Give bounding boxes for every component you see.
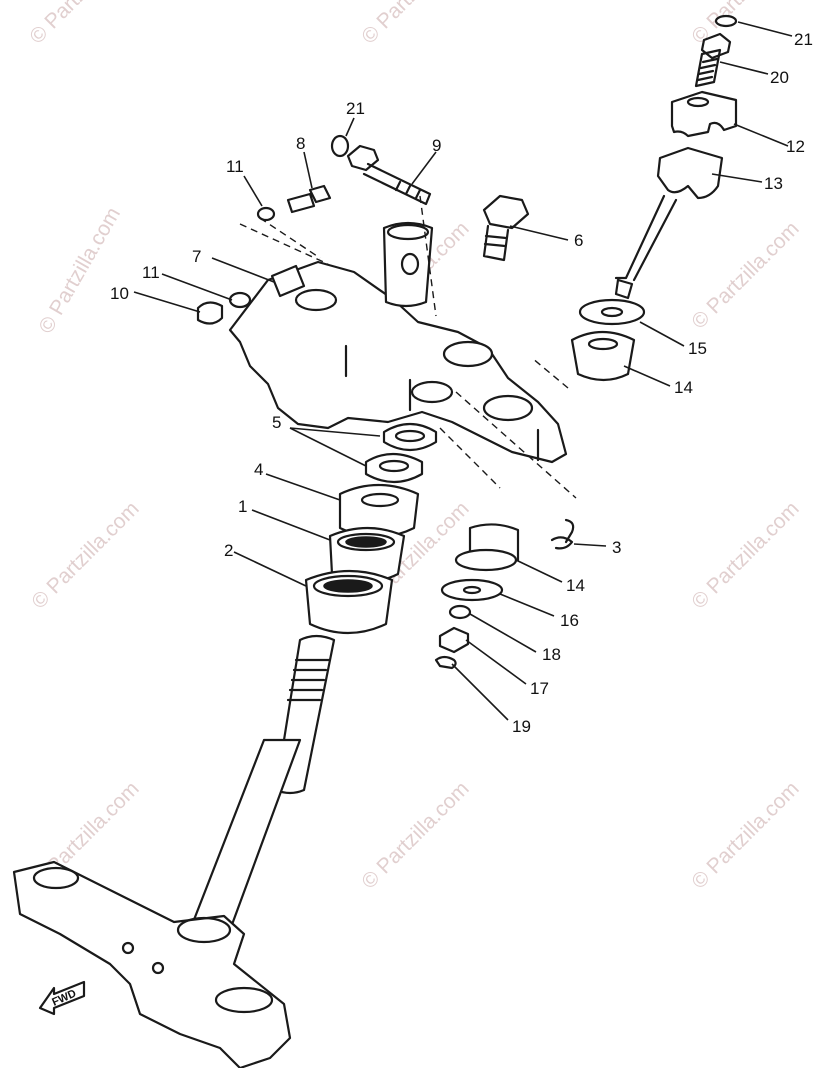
part-3-clip (550, 518, 575, 550)
callout-21: 21 (794, 30, 813, 49)
callout-7: 7 (192, 247, 201, 266)
callout-15: 15 (688, 339, 707, 358)
upper-bracket-body (228, 260, 568, 464)
part-13-holder-lower (656, 146, 724, 200)
callout-14: 14 (674, 378, 693, 397)
assembly-line (455, 391, 577, 499)
callout-18: 18 (542, 645, 561, 664)
callout-1: 1 (238, 497, 247, 516)
callout-11: 11 (142, 263, 160, 282)
part-19-cotter-pin (434, 655, 457, 670)
callout-20: 20 (770, 68, 789, 87)
part-11-washer (256, 206, 276, 222)
callout-11: 11 (226, 157, 244, 176)
part-6-bolt-shank (482, 224, 510, 262)
watermark: © Partzilla.com (25, 0, 141, 49)
part-11-washer-left (228, 291, 252, 309)
callout-4: 4 (254, 460, 263, 479)
part-18-washer (448, 604, 472, 620)
watermark: © Partzilla.com (357, 0, 473, 49)
callout-19: 19 (512, 717, 531, 736)
assembly-line (419, 195, 437, 317)
callout-6: 6 (574, 231, 583, 250)
callout-labels: 21 20 12 13 21 9 8 11 6 7 11 10 15 14 5 … (110, 30, 813, 736)
part-20-bolt-thread (694, 48, 722, 88)
part-21-cap (330, 134, 350, 158)
callout-3: 3 (612, 538, 621, 557)
handlebar-holder-assembly (614, 14, 738, 300)
lower-bracket (12, 860, 292, 1068)
part-8-bolt (286, 184, 332, 214)
part-9-bolt-shank (362, 162, 432, 206)
part-13-holder-stud (614, 194, 678, 300)
part-10-cap (196, 301, 224, 325)
watermark: © Partzilla.com (27, 497, 143, 613)
part-16-washer (440, 578, 504, 602)
watermark: © Partzilla.com (34, 203, 125, 337)
callout-8: 8 (296, 134, 305, 153)
part-15-washer (578, 298, 646, 326)
callout-9: 9 (432, 136, 441, 155)
upper-bracket-clamp-post (382, 221, 434, 308)
part-5-ring-nut-upper (382, 422, 438, 452)
upper-bracket (228, 221, 568, 464)
watermark: © Partzilla.com (357, 777, 473, 893)
callout-21: 21 (346, 99, 365, 118)
callout-16: 16 (560, 611, 579, 630)
watermark: © Partzilla.com (687, 217, 803, 333)
callout-17: 17 (530, 679, 549, 698)
callout-12: 12 (786, 137, 805, 156)
part-21-washer (714, 14, 738, 28)
watermark: © Partzilla.com (687, 497, 803, 613)
callout-5: 5 (272, 413, 281, 432)
callout-2: 2 (224, 541, 233, 560)
callout-14: 14 (566, 576, 585, 595)
part-5-ring-nut-lower (364, 452, 424, 484)
assembly-line (239, 217, 329, 265)
watermark: © Partzilla.com (687, 777, 803, 893)
part-7-clamp (270, 264, 306, 298)
steering-stem (12, 634, 336, 1068)
leader-lines (133, 21, 793, 721)
part-14-damper-upper (570, 330, 636, 382)
callout-13: 13 (764, 174, 783, 193)
part-6-bolt-head (482, 194, 530, 230)
forward-arrow-icon: FWD (38, 980, 86, 1016)
part-17-nut (438, 626, 470, 654)
stem-shaft-lower (188, 738, 302, 932)
callout-10: 10 (110, 284, 129, 303)
assembly-line (439, 357, 569, 489)
